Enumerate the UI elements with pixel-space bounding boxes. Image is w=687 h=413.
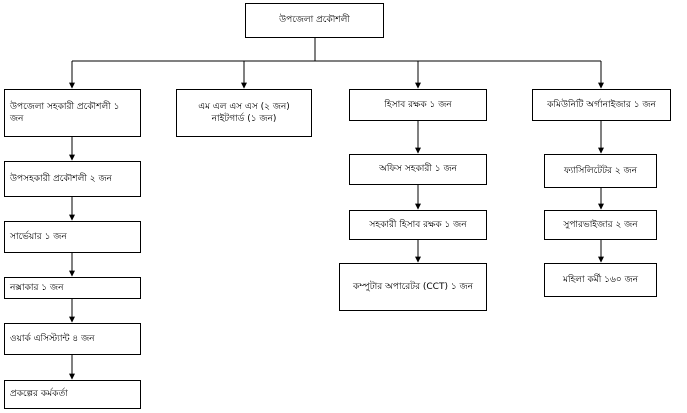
col1-item-5-label: প্রকল্পের কর্মকর্তা — [10, 389, 68, 400]
col4-item-2: সুপারভাইজার ২ জন — [544, 210, 657, 240]
col1-item-2-label: সার্ভেয়ার ১ জন — [10, 231, 67, 242]
col4-head-label: কমিউনিটি অর্গানাইজার ১ জন — [547, 99, 656, 110]
col2-head-label: এম এল এস এস (২ জন) নাইটগার্ড (১ জন) — [198, 101, 290, 124]
col4-head-box: কমিউনিটি অর্গানাইজার ১ জন — [532, 89, 671, 121]
root-label: উপজেলা প্রকৌশলী — [279, 15, 350, 26]
col3-item-2: সহকারী হিসাব রক্ষক ১ জন — [349, 210, 487, 240]
col3-item-3-label: কম্পুটার অপারেটর (CCT) ১ জন — [353, 281, 473, 292]
col1-item-5: প্রকল্পের কর্মকর্তা — [4, 380, 141, 409]
col1-head-box: উপজেলা সহকারী প্রকৌশলী ১ জন — [4, 89, 141, 137]
col3-item-3: কম্পুটার অপারেটর (CCT) ১ জন — [339, 263, 487, 311]
col4-item-3: মহিলা কর্মী ১৬০ জন — [544, 263, 657, 297]
col1-item-4-label: ওয়ার্ক এসিস্ট্যান্ট ৪ জন — [10, 333, 95, 344]
col1-item-3-label: নক্সাকার ১ জন — [10, 282, 64, 293]
col3-item-1: অফিস সহকারী ১ জন — [349, 154, 487, 185]
col1-item-1-label: উপসহকারী প্রকৌশলী ২ জন — [10, 173, 112, 184]
col4-item-2-label: সুপারভাইজার ২ জন — [563, 219, 638, 230]
col4-item-1-label: ফ্যাসিলিটেটর ২ জন — [564, 165, 637, 176]
col2-head-box: এম এল এস এস (২ জন) নাইটগার্ড (১ জন) — [176, 89, 312, 137]
col3-head-box: হিসাব রক্ষক ১ জন — [349, 89, 487, 121]
col3-item-1-label: অফিস সহকারী ১ জন — [379, 164, 457, 175]
col1-item-3: নক্সাকার ১ জন — [4, 277, 141, 299]
col4-item-3-label: মহিলা কর্মী ১৬০ জন — [562, 274, 639, 285]
col3-item-2-label: সহকারী হিসাব রক্ষক ১ জন — [369, 219, 467, 230]
col4-item-1: ফ্যাসিলিটেটর ২ জন — [544, 154, 657, 188]
col1-item-4: ওয়ার্ক এসিস্ট্যান্ট ৪ জন — [4, 323, 141, 355]
col1-head-label: উপজেলা সহকারী প্রকৌশলী ১ জন — [10, 101, 120, 124]
col1-item-2: সার্ভেয়ার ১ জন — [4, 221, 141, 253]
root-box: উপজেলা প্রকৌশলী — [245, 3, 384, 38]
col1-item-1: উপসহকারী প্রকৌশলী ২ জন — [4, 161, 141, 197]
col3-head-label: হিসাব রক্ষক ১ জন — [384, 99, 452, 110]
